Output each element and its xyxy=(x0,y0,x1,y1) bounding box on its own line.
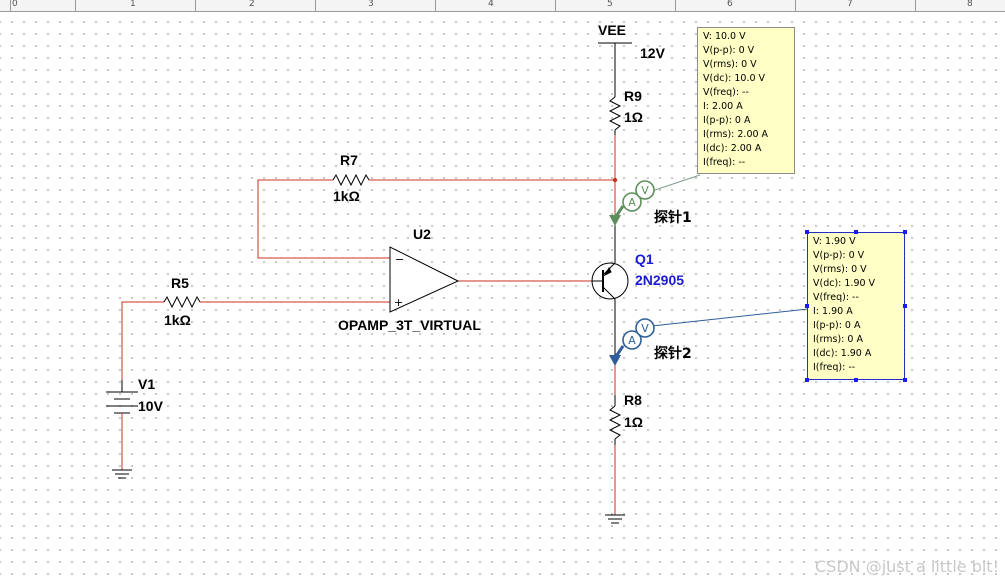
probe-1-reading: I: 2.00 A xyxy=(703,101,743,112)
r9-label: R9 xyxy=(624,88,642,104)
opamp-inverting-pin: − xyxy=(395,253,404,266)
probe-2-reading: V(freq): -- xyxy=(813,292,859,303)
u2-opamp[interactable] xyxy=(389,246,460,313)
wire-input[interactable] xyxy=(121,301,390,380)
selection-handle[interactable] xyxy=(805,378,809,382)
selection-handle[interactable] xyxy=(903,378,907,382)
probe-2-reading: V(rms): 0 V xyxy=(813,264,867,275)
probe-2[interactable]: A V xyxy=(609,308,809,366)
ruler-number: 4 xyxy=(488,0,494,9)
vee-label: VEE xyxy=(598,22,627,38)
selection-handle[interactable] xyxy=(854,378,858,382)
wires[interactable] xyxy=(121,135,616,515)
probe-1-ammeter-icon: A xyxy=(628,196,636,209)
q1-transistor[interactable] xyxy=(591,215,629,365)
ruler-number: 6 xyxy=(727,0,733,9)
probe-1-reading: I(rms): 2.00 A xyxy=(703,129,769,140)
selection-handle[interactable] xyxy=(903,304,907,308)
r7-resistor[interactable] xyxy=(332,173,370,187)
probe-1[interactable]: A V xyxy=(609,174,701,226)
probe-1-reading: V(p-p): 0 V xyxy=(703,45,755,56)
probe-1-reading: V: 10.0 V xyxy=(703,31,746,42)
ruler-number: 2 xyxy=(249,0,255,9)
probe-1-reading: I(dc): 2.00 A xyxy=(703,143,762,154)
q1-label: Q1 xyxy=(635,251,654,267)
r9-resistor[interactable] xyxy=(608,85,622,135)
probe-2-ammeter-icon: A xyxy=(628,334,636,347)
probe-1-reading: V(freq): -- xyxy=(703,87,749,98)
r9-value: 1Ω xyxy=(624,109,644,125)
vee-symbol[interactable] xyxy=(598,42,632,85)
ruler-number: 0 xyxy=(12,0,18,9)
u2-label: U2 xyxy=(413,226,431,242)
probe-1-voltmeter-icon: V xyxy=(641,184,649,197)
junction-dot xyxy=(612,177,618,183)
probe-2-reading: V(p-p): 0 V xyxy=(813,250,865,261)
probe-2-voltmeter-icon: V xyxy=(641,322,649,335)
r5-label: R5 xyxy=(171,275,189,291)
probe-1-reading: V(dc): 10.0 V xyxy=(703,73,766,84)
watermark: CSDN @just a little bit! xyxy=(815,557,999,576)
r5-resistor[interactable] xyxy=(163,295,201,309)
ruler-number: 5 xyxy=(607,0,613,9)
selection-handle[interactable] xyxy=(805,304,809,308)
wire-feedback[interactable] xyxy=(257,179,615,259)
vee-value: 12V xyxy=(640,45,665,61)
ruler-number: 7 xyxy=(847,0,853,9)
probe-2-reading: V: 1.90 V xyxy=(813,236,856,247)
selection-handle[interactable] xyxy=(854,230,858,234)
probe-2-reading: I: 1.90 A xyxy=(813,306,853,317)
sheet-ruler: 0 1 2 3 4 5 6 7 8 xyxy=(0,0,1005,12)
probe-1-readout[interactable]: V: 10.0 V V(p-p): 0 V V(rms): 0 V V(dc):… xyxy=(697,27,795,174)
selection-handle[interactable] xyxy=(805,230,809,234)
r8-resistor[interactable] xyxy=(608,395,622,445)
selection-handle[interactable] xyxy=(903,230,907,234)
probe-1-reading: I(p-p): 0 A xyxy=(703,115,751,126)
opamp-noninverting-pin: + xyxy=(394,296,403,309)
r8-label: R8 xyxy=(624,392,642,408)
ruler-number: 8 xyxy=(967,0,973,9)
v1-value: 10V xyxy=(138,398,163,414)
ground-main[interactable] xyxy=(605,514,625,524)
probe-2-reading: I(dc): 1.90 A xyxy=(813,348,872,359)
probe-1-reading: I(freq): -- xyxy=(703,157,746,168)
probe-1-label: 探针1 xyxy=(654,210,692,226)
ruler-number: 1 xyxy=(130,0,136,9)
u2-model: OPAMP_3T_VIRTUAL xyxy=(338,317,481,333)
probe-2-readout[interactable]: V: 1.90 V V(p-p): 0 V V(rms): 0 V V(dc):… xyxy=(807,232,905,380)
probe-2-reading: V(dc): 1.90 V xyxy=(813,278,876,289)
r7-label: R7 xyxy=(340,152,358,168)
probe-2-reading: I(freq): -- xyxy=(813,362,856,373)
probe-2-reading: I(p-p): 0 A xyxy=(813,320,861,331)
r8-value: 1Ω xyxy=(624,414,644,430)
ground-v1[interactable] xyxy=(112,469,132,479)
probe-2-label: 探针2 xyxy=(654,346,692,362)
r5-value: 1kΩ xyxy=(164,312,191,328)
probe-1-reading: V(rms): 0 V xyxy=(703,59,757,70)
v1-label: V1 xyxy=(138,376,156,392)
probe-2-reading: I(rms): 0 A xyxy=(813,334,863,345)
q1-model: 2N2905 xyxy=(635,272,685,288)
r7-value: 1kΩ xyxy=(333,188,360,204)
ruler-number: 3 xyxy=(368,0,374,9)
